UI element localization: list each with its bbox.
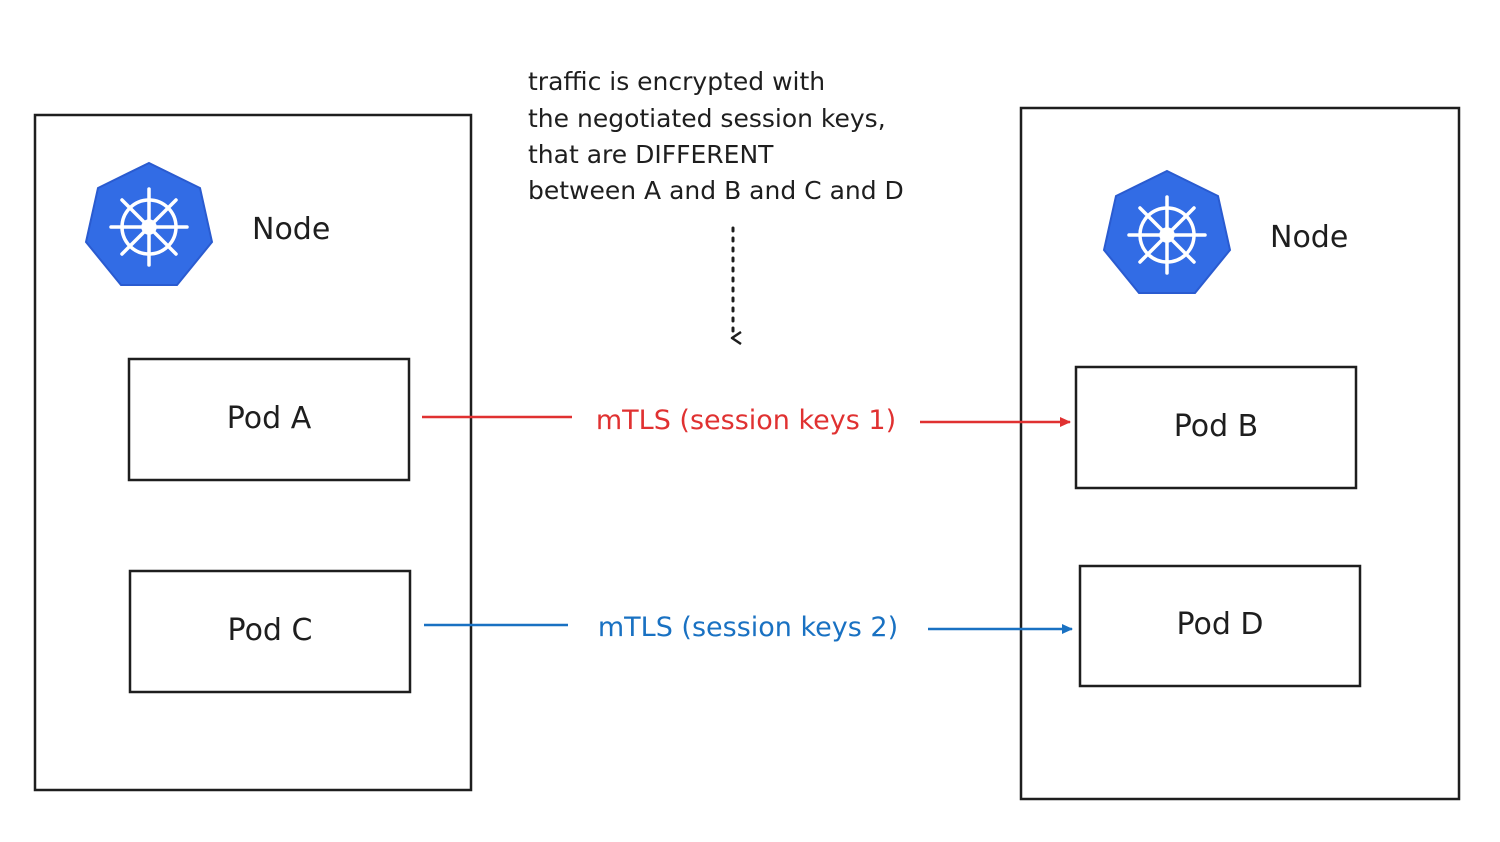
annotation-note: traffic is encrypted with the negotiated… bbox=[528, 67, 904, 205]
pod-b-box bbox=[1074, 365, 1358, 490]
pod-a-box bbox=[127, 357, 411, 482]
pod-c-box bbox=[128, 569, 412, 694]
pod-a-label: Pod A bbox=[227, 401, 312, 436]
connection-a-to-b: mTLS (session keys 1) bbox=[422, 405, 1071, 436]
pod-d-label: Pod D bbox=[1176, 607, 1263, 642]
pod-d-box bbox=[1078, 564, 1362, 688]
left-node-label: Node bbox=[252, 212, 330, 247]
kubernetes-helm-icon bbox=[1102, 169, 1232, 295]
connection-1-label: mTLS (session keys 1) bbox=[596, 405, 896, 436]
note-line-2: the negotiated session keys, bbox=[528, 104, 886, 133]
right-node-label: Node bbox=[1270, 220, 1348, 255]
right-node-box bbox=[1019, 106, 1461, 801]
connection-2-label: mTLS (session keys 2) bbox=[598, 612, 898, 643]
pod-b-label: Pod B bbox=[1174, 409, 1259, 444]
kubernetes-helm-icon bbox=[84, 161, 214, 287]
note-line-3: that are DIFFERENT bbox=[528, 140, 774, 169]
note-line-1: traffic is encrypted with bbox=[528, 67, 825, 96]
connection-c-to-d: mTLS (session keys 2) bbox=[424, 612, 1073, 643]
left-node-box bbox=[33, 113, 473, 792]
pod-c-label: Pod C bbox=[228, 613, 313, 648]
left-node: Node Pod A Pod C bbox=[33, 113, 473, 792]
right-node: Node Pod B Pod D bbox=[1019, 106, 1461, 801]
note-line-4: between A and B and C and D bbox=[528, 176, 904, 205]
